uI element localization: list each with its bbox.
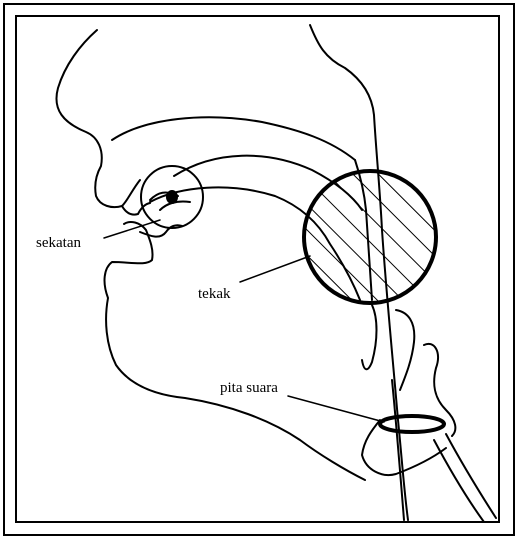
tekak-leader-line — [240, 256, 310, 282]
pita-suara-leader-line — [288, 396, 384, 422]
label-pita-suara: pita suara — [220, 381, 278, 396]
nasal-cavity-outline — [112, 117, 355, 160]
label-sekatan: sekatan — [36, 236, 81, 251]
trachea — [434, 434, 496, 522]
epiglottis — [362, 305, 377, 369]
face-profile-outline — [56, 30, 140, 207]
oesophagus — [392, 380, 404, 520]
label-tekak: tekak — [198, 287, 230, 302]
vocal-cords-ring-icon — [380, 416, 444, 432]
